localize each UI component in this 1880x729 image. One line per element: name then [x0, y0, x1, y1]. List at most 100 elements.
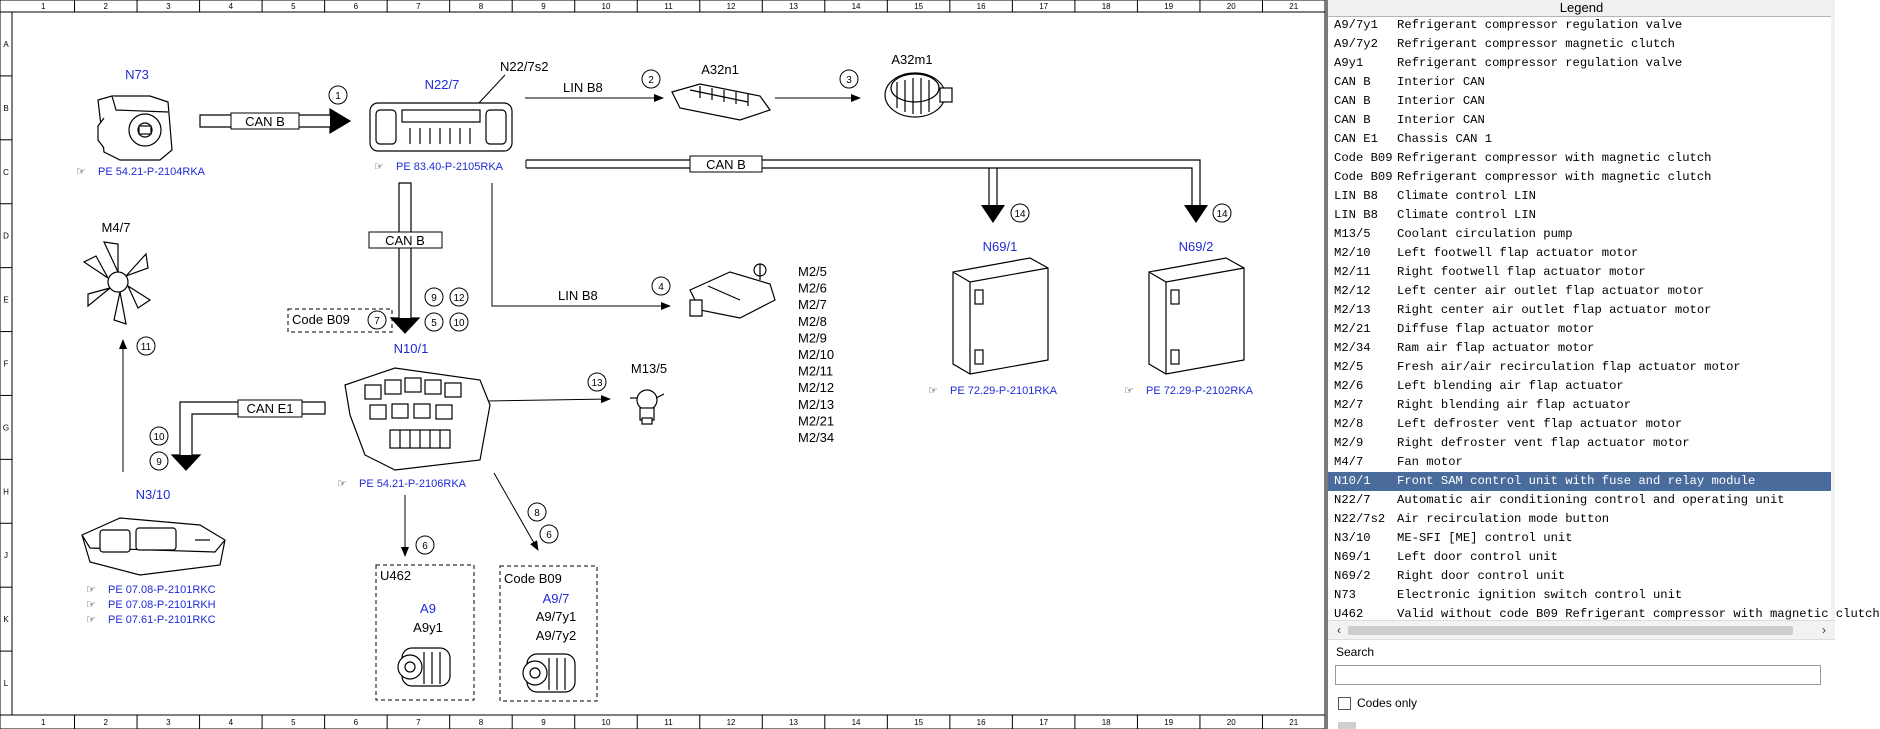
can-b-bus-n73[interactable]: CAN B: [199, 107, 352, 135]
search-input[interactable]: [1335, 665, 1821, 685]
n3-10-ref-link-a[interactable]: PE 07.08-P-2101RKC: [108, 584, 216, 596]
scroll-right-arrow-icon[interactable]: ›: [1822, 623, 1826, 637]
n10-1-ref-link[interactable]: PE 54.21-P-2106RKA: [359, 478, 467, 490]
legend-description: Climate control LIN: [1397, 189, 1536, 203]
lin-b8-bus-a32n1[interactable]: LIN B8: [525, 80, 664, 102]
ruler-column-label: 19: [1164, 2, 1173, 11]
n73-component[interactable]: N73 ☞ PE 54.21-P-2104RKA: [76, 67, 206, 178]
n69-1-ref-link[interactable]: PE 72.29-P-2101RKA: [950, 385, 1058, 397]
n69-2-ref-link[interactable]: PE 72.29-P-2102RKA: [1146, 385, 1254, 397]
ruler-column-label: 16: [977, 2, 986, 11]
svg-text:☞: ☞: [928, 385, 938, 397]
actuator-list: M2/5M2/6M2/7M2/8M2/9M2/10M2/11M2/12M2/13…: [798, 264, 834, 445]
ruler-column-label: 3: [166, 2, 171, 11]
m4-7-component[interactable]: M4/7: [82, 220, 152, 325]
checkbox-icon[interactable]: [1338, 696, 1351, 710]
can-e1-bus[interactable]: CAN E1: [170, 399, 326, 471]
legend-code: M2/11: [1334, 265, 1371, 279]
legend-vertical-scrollbar[interactable]: [1831, 16, 1835, 620]
a32m1-component[interactable]: A32m1: [884, 52, 953, 118]
n3-10-ref-link-c[interactable]: PE 07.61-P-2101RKC: [108, 614, 216, 626]
ruler-row-label: H: [3, 487, 9, 496]
m13-5-component[interactable]: M13/5: [630, 361, 667, 425]
legend-description: Coolant circulation pump: [1397, 227, 1573, 241]
lin-b8-label: LIN B8: [563, 80, 603, 95]
legend-description: Automatic air conditioning control and o…: [1397, 493, 1785, 507]
svg-text:11: 11: [141, 342, 152, 353]
legend-code: N22/7s2: [1334, 512, 1386, 526]
expand-toggle-icon[interactable]: [1338, 722, 1356, 729]
callout-13: 13: [587, 372, 607, 392]
n22-7-ref-link[interactable]: PE 83.40-P-2105RKA: [396, 161, 504, 173]
a32n1-component[interactable]: A32n1: [671, 62, 771, 121]
n69-2-component[interactable]: N69/2 ☞ PE 72.29-P-2102RKA: [1124, 239, 1254, 397]
ruler-column-label: 20: [1227, 718, 1236, 727]
n73-ref-link[interactable]: PE 54.21-P-2104RKA: [98, 166, 206, 178]
m13-5-label: M13/5: [631, 361, 667, 376]
a9-7y1-label: A9/7y1: [536, 609, 576, 624]
actuator-label: M2/5: [798, 264, 827, 279]
legend-description: Ram air flap actuator motor: [1397, 341, 1595, 355]
scroll-left-arrow-icon[interactable]: ‹: [1337, 623, 1341, 637]
scrollbar-thumb[interactable]: [1348, 626, 1793, 635]
n3-10-component[interactable]: N3/10 ☞ PE 07.08-P-2101RKC ☞ PE 07.08-P-…: [81, 487, 226, 626]
n3-10-ref-link-b[interactable]: PE 07.08-P-2101RKH: [108, 599, 216, 611]
u462-group[interactable]: U462 A9 A9y1: [375, 564, 475, 701]
n69-1-component[interactable]: N69/1 ☞ PE 72.29-P-2101RKA: [928, 239, 1058, 397]
n22-7-component[interactable]: N22/7 N22/7s2 ☞ PE 83.40-P-2105RKA: [369, 59, 548, 173]
legend-horizontal-scrollbar[interactable]: ‹ ›: [1328, 620, 1835, 640]
ruler-column-label: 1: [41, 2, 46, 11]
legend-description: Electronic ignition switch control unit: [1397, 588, 1683, 602]
ruler-column-label: 10: [602, 718, 611, 727]
legend-code: A9y1: [1334, 56, 1364, 70]
lin-b8-bus-actuators[interactable]: LIN B8: [491, 183, 671, 310]
svg-text:2: 2: [648, 75, 654, 86]
can-b-label: CAN B: [385, 233, 425, 248]
n10-1-component[interactable]: N10/1 ☞ PE 54.21-P-2106RKA: [337, 341, 491, 490]
codes-only-checkbox[interactable]: Codes only: [1338, 696, 1417, 710]
code-b09-group[interactable]: Code B09 A9/7 A9/7y1 A9/7y2: [499, 565, 598, 702]
callout-14a: 14: [1010, 203, 1030, 223]
svg-text:☞: ☞: [86, 584, 96, 596]
ruler-column-label: 13: [789, 2, 798, 11]
legend-code: N10/1: [1334, 474, 1371, 488]
can-b-bus-n10-1[interactable]: CAN B: [368, 182, 443, 334]
ref-icon: ☞: [928, 385, 938, 397]
can-b-bus-doors[interactable]: CAN B: [525, 155, 1208, 223]
